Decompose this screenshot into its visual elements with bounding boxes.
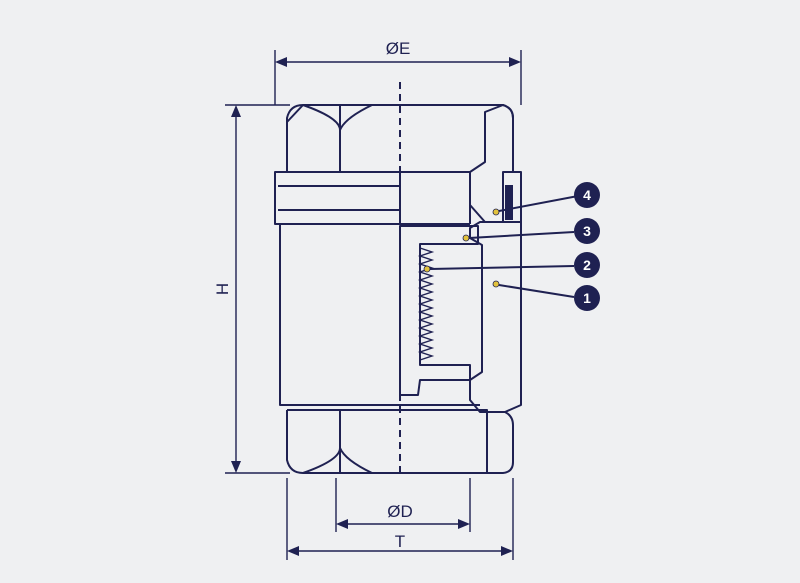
dimension-diameter-e-label: ØE <box>386 39 411 58</box>
dimension-diameter-d-label: ØD <box>387 502 413 521</box>
dimension-thickness-label: T <box>395 532 405 551</box>
dimension-height: H <box>213 104 290 474</box>
dimension-diameter-d: ØD <box>335 478 471 532</box>
callout-3-label: 3 <box>583 223 591 239</box>
valve-exterior-view <box>274 104 401 474</box>
callout-1-label: 1 <box>583 290 591 306</box>
callout-2: 2 <box>423 252 600 278</box>
dimension-diameter-e: ØE <box>274 39 522 105</box>
spring <box>417 247 435 361</box>
valve-section-view <box>399 104 522 474</box>
dimension-height-label: H <box>213 283 232 295</box>
callout-1: 1 <box>492 280 600 311</box>
callout-2-label: 2 <box>583 257 591 273</box>
callout-4-label: 4 <box>583 187 591 203</box>
callout-4: 4 <box>492 182 600 216</box>
callout-3: 3 <box>462 218 600 244</box>
dimension-thickness: T <box>286 478 514 560</box>
